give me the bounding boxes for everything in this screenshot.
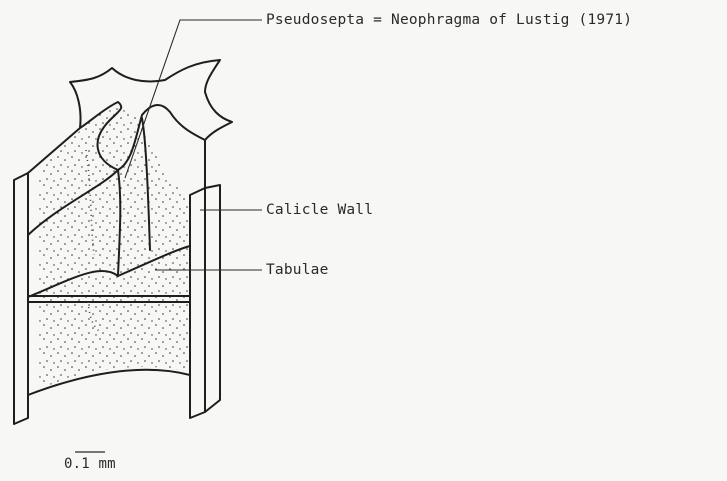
calicle-lower-surface <box>38 298 190 390</box>
scale-bar-label: 0.1 mm <box>64 457 116 471</box>
calicle-wall-right <box>190 188 205 418</box>
pseudosepta-label: Pseudosepta = Neophragma of Lustig (1971… <box>266 13 632 28</box>
calicle-wall-left <box>14 173 28 424</box>
tabulae-label: Tabulae <box>266 263 329 278</box>
calicle-wall-label: Calicle Wall <box>266 203 373 218</box>
calicle-inner-surface <box>38 105 190 298</box>
calicle-wall-right-face <box>205 185 220 412</box>
